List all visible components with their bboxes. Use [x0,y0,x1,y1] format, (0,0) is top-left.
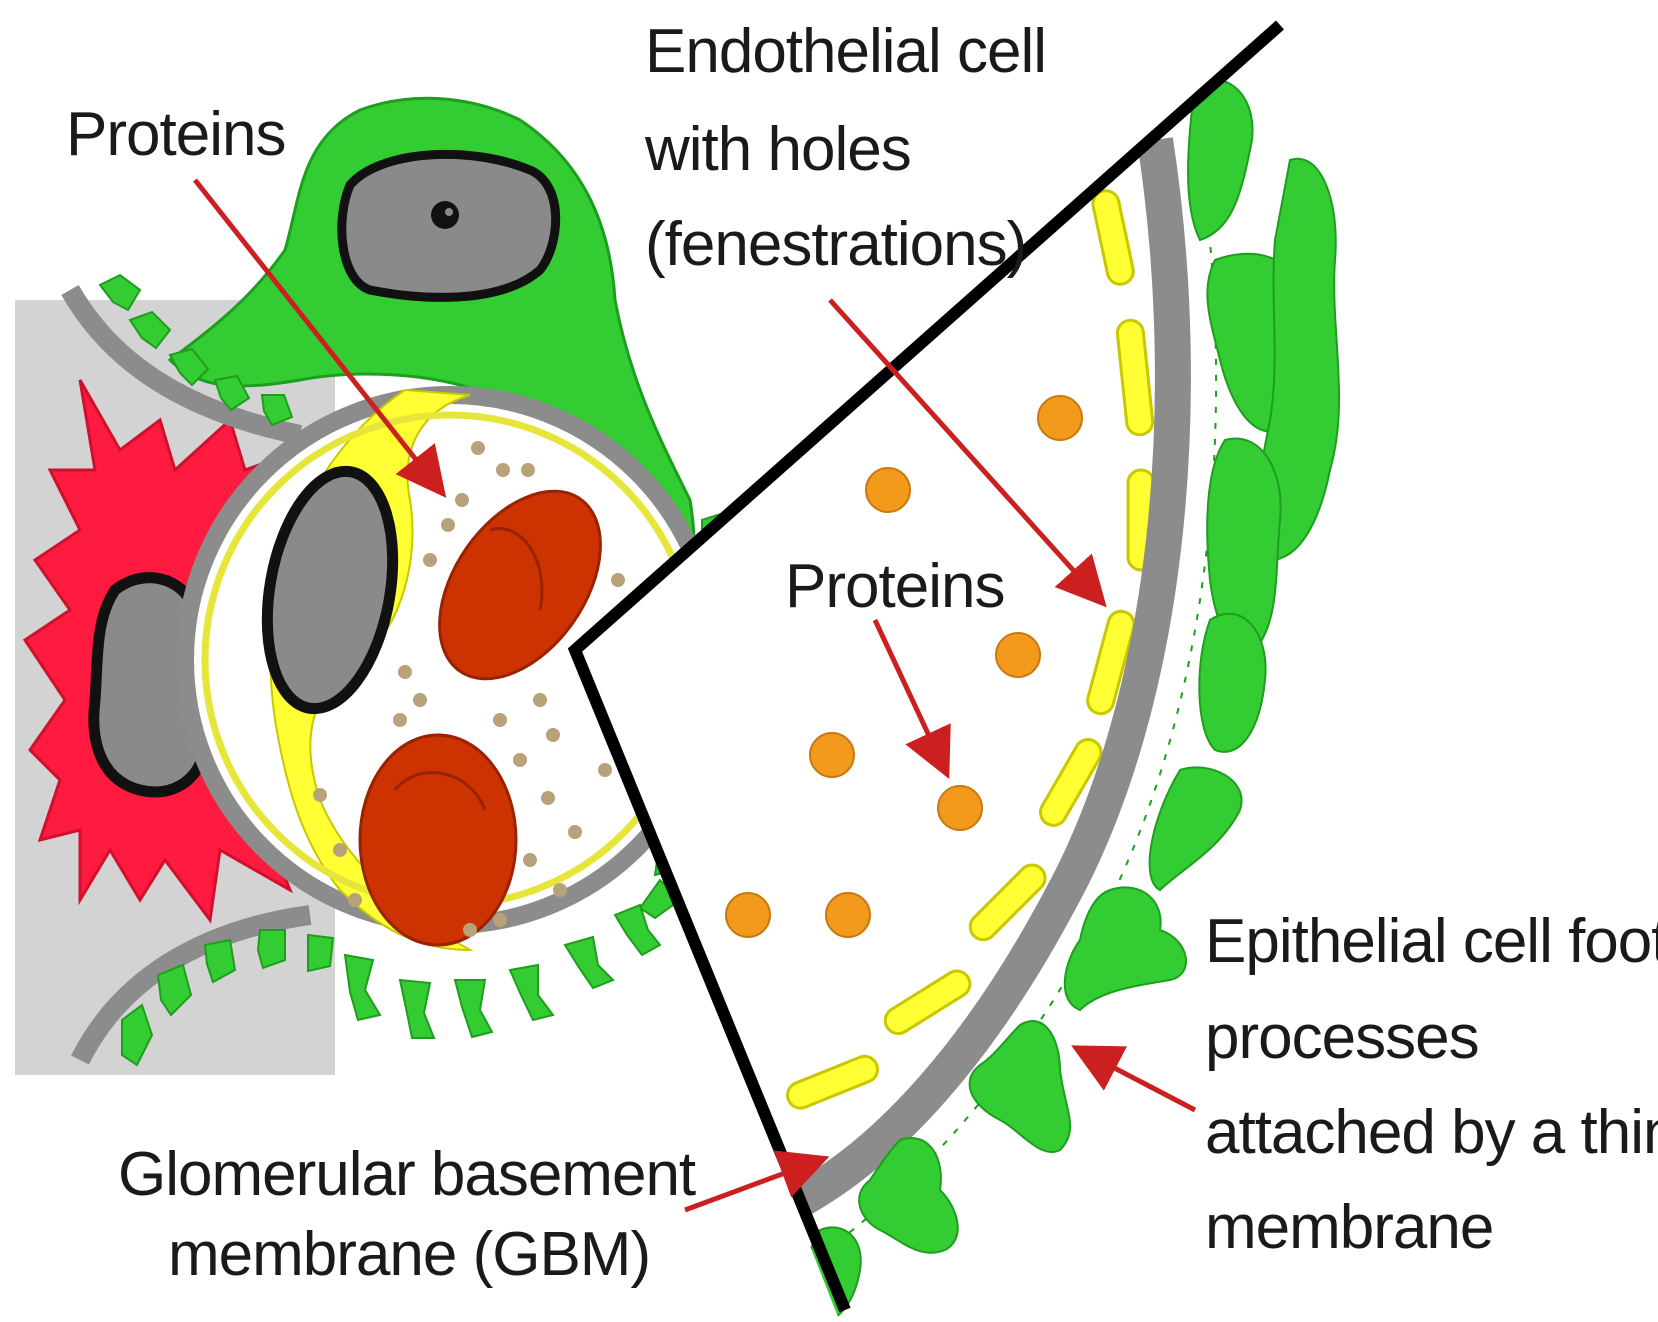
label-epithelial-line1: Epithelial cell foot [1205,907,1658,976]
label-epithelial-line2: processes [1205,1003,1479,1072]
label-epithelial-line4: membrane [1205,1193,1493,1262]
label-gbm-line2: membrane (GBM) [168,1220,650,1289]
label-endothelial-line1: Endothelial cell [645,17,1046,86]
label-endothelial-line2: with holes [644,115,911,184]
red-blood-cell-lower [360,735,516,945]
label-endothelial-line3: (fenestrations) [645,210,1026,279]
label-gbm-line1: Glomerular basement [118,1140,696,1209]
label-proteins-left: Proteins [66,100,285,169]
label-epithelial-line3: attached by a thin [1205,1098,1658,1167]
capillary-cross-section [15,98,745,1075]
label-proteins-right: Proteins [785,552,1004,621]
podocyte-nucleolus [431,201,459,229]
